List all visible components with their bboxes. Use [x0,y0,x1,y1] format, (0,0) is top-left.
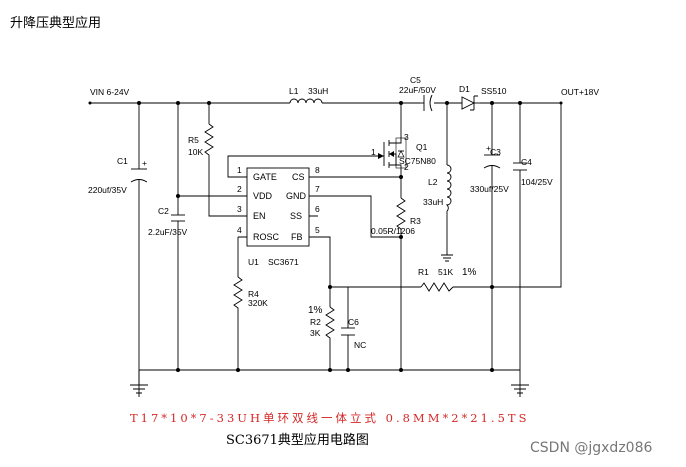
pin-num-8: 8 [315,165,320,175]
pin-num-6: 6 [315,204,320,214]
pin-name-vdd: VDD [253,191,273,201]
c2-ref: C2 [158,206,169,216]
resistor-r4: R4 320K [233,276,268,309]
c3-value: 330uf/25V [470,184,509,194]
l1-value: 33uH [308,86,328,96]
r3-value: 0.05R/1206 [371,226,415,236]
r2-tolerance: 1% [308,305,323,316]
r3-ref: R3 [410,216,421,226]
pin-num-5: 5 [315,225,320,235]
q1-value: SC75N80 [399,156,436,166]
d1-ref: D1 [459,84,470,94]
capacitor-c2: C2 2.2uF/35V [148,206,188,237]
c4-ref: C4 [521,157,532,167]
inductor-l2: L2 33uH [423,164,453,262]
r1-tolerance: 1% [462,267,477,278]
q1-pin-drain: 3 [404,132,409,142]
pin-name-ss: SS [290,211,302,221]
ground-left [130,384,148,397]
r5-ref: R5 [188,135,199,145]
diagram-caption: SC3671典型应用电路图 [226,432,369,448]
c5-value: 22uF/50V [399,85,436,95]
resistor-r3: R3 0.05R/1206 [371,197,421,236]
capacitor-c4: C4 104/25V [513,157,553,187]
r4-ref: R4 [248,289,259,299]
l1-ref: L1 [289,86,299,96]
resistor-r2: 1% R2 3K [308,305,335,339]
capacitor-c5: C5 22uF/50V [399,75,436,112]
c2-value: 2.2uF/35V [148,227,188,237]
c3-polarity: + [486,143,491,153]
c4-value: 104/25V [521,177,553,187]
resistor-r5: R5 10K [188,123,214,160]
pin-name-gnd: GND [286,191,307,201]
l2-ref: L2 [428,177,438,187]
page-title: 升降压典型应用 [10,15,101,31]
r1-ref: R1 [418,267,429,277]
junctions [88,101,563,372]
pin-name-cs: CS [292,172,305,182]
c3-ref: C3 [490,147,501,157]
resistor-r1: R1 51K 1% [418,267,477,292]
q1-ref: Q1 [416,142,428,152]
pin-name-en: EN [253,211,266,221]
inductor-l1: L1 33uH [289,86,328,104]
pin-num-1: 1 [237,165,242,175]
capacitor-c3: + C3 330uf/25V [470,143,509,194]
u1-part: SC3671 [268,257,299,267]
watermark: CSDN @jgxdz086 [530,440,652,456]
wiring [90,102,562,385]
u1-ref: U1 [248,257,259,267]
mosfet-q1: 1 2 3 Q1 SC75N80 [371,132,436,172]
capacitor-c6: C6 NC [341,317,366,350]
r2-value: 3K [310,328,321,338]
pin-name-gate: GATE [253,172,277,182]
vin-label: VIN 6-24V [90,87,130,97]
diode-d1: D1 SS510 [459,84,507,111]
r2-ref: R2 [310,317,321,327]
r1-value: 51K [438,267,453,277]
capacitor-c1: + C1 220uf/35V [88,156,148,195]
c1-ref: C1 [117,156,128,166]
pin-name-rosc: ROSC [253,232,280,242]
vout-label: OUT+18V [561,87,599,97]
c6-ref: C6 [348,317,359,327]
q1-pin-source: 2 [404,162,409,172]
c1-polarity: + [142,158,147,168]
pin-num-2: 2 [237,184,242,194]
r5-value: 10K [188,147,203,157]
pin-num-7: 7 [315,184,320,194]
q1-pin-gate: 1 [371,147,376,157]
c1-value: 220uf/35V [88,185,127,195]
ic-body [246,167,310,247]
winding-note: T17*10*7-33UH单环双线一体立式 0.8MM*2*21.5TS [130,411,529,425]
c6-value: NC [354,340,366,350]
ground-right [511,384,529,397]
pin-num-3: 3 [237,204,242,214]
c5-ref: C5 [410,75,421,85]
r4-value: 320K [248,298,268,308]
ic-u1: 1 2 3 4 GATE VDD EN ROSC 8 7 6 5 CS GND … [237,165,320,267]
d1-value: SS510 [481,86,507,96]
pin-num-4: 4 [237,225,242,235]
l2-value: 33uH [423,197,443,207]
pin-name-fb: FB [291,232,303,242]
